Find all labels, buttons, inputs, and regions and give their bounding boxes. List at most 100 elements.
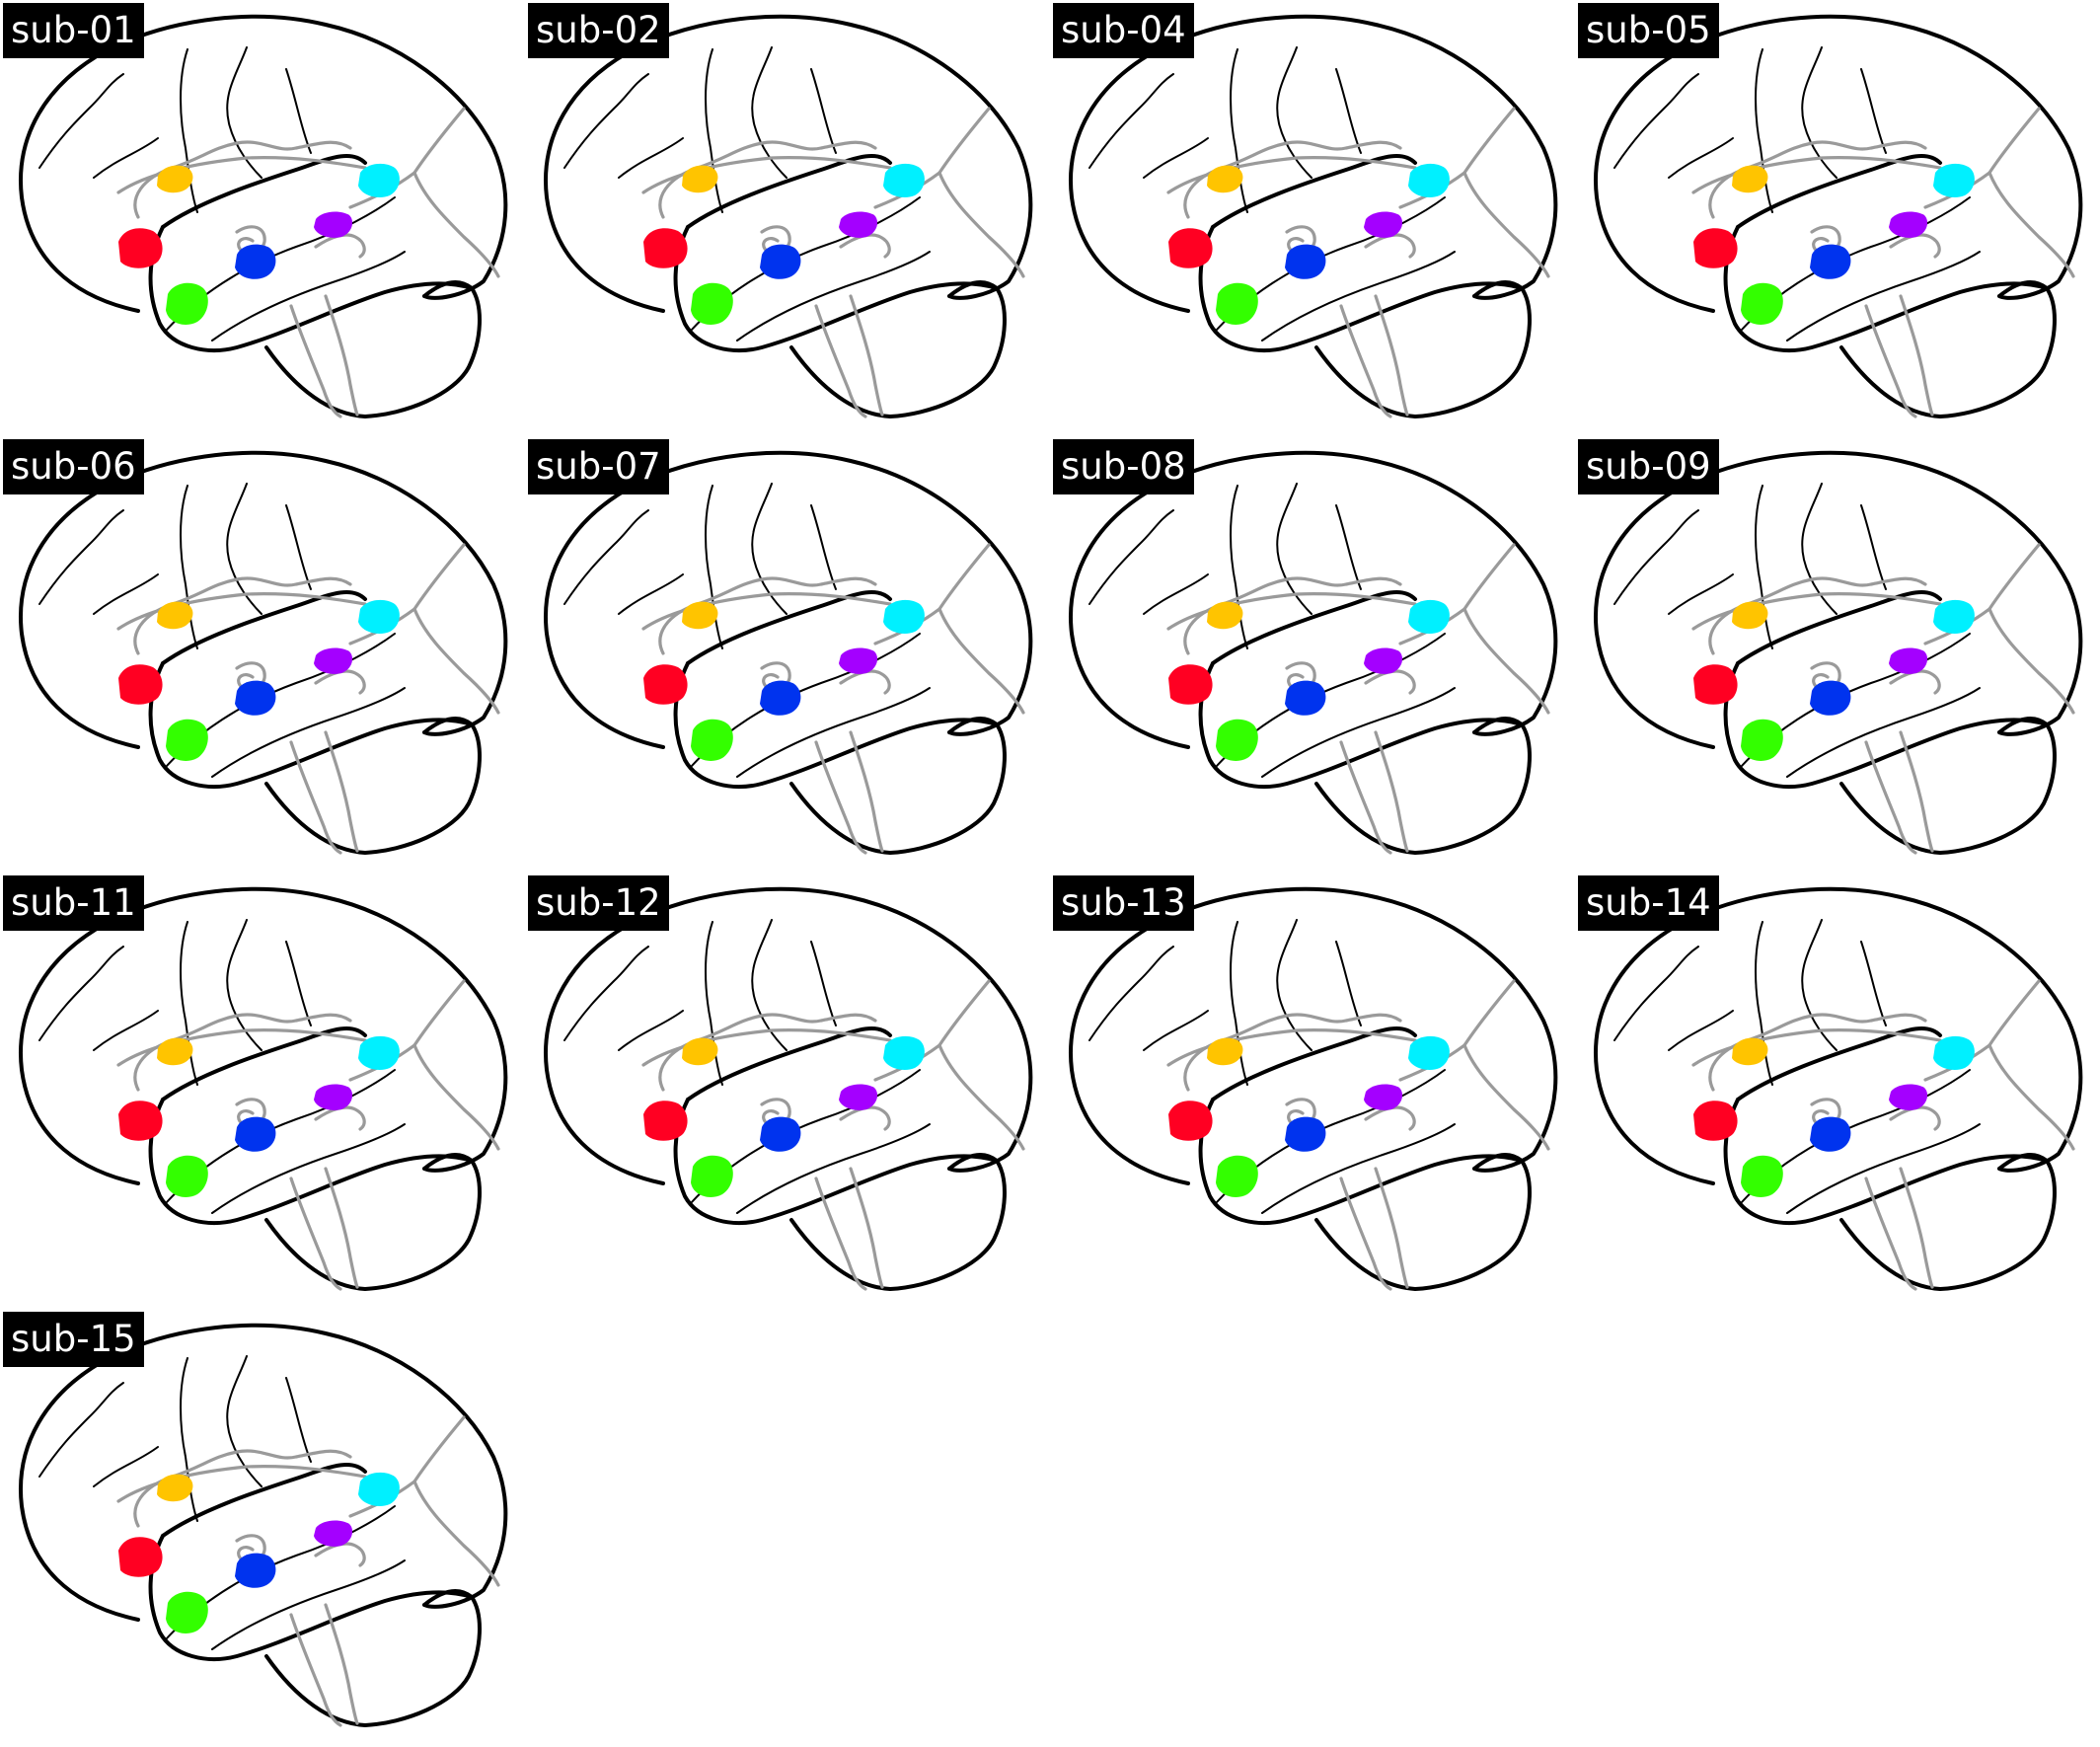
inferior-frontal-sulcus xyxy=(1143,1010,1209,1051)
blue-region xyxy=(1285,1116,1326,1152)
inferior-frontal-sulcus xyxy=(1668,573,1734,615)
inferior-temporal-sulcus xyxy=(1261,1123,1456,1214)
purple-region xyxy=(839,211,878,238)
cerebellum-outline xyxy=(264,280,482,418)
cyan-region xyxy=(1408,599,1450,634)
insula-gyrus-outline xyxy=(133,576,352,655)
brain-lateral-view xyxy=(1069,450,1558,855)
brainstem-line-2 xyxy=(289,740,342,855)
red-region xyxy=(1693,228,1738,268)
cerebellum-outline xyxy=(264,717,482,855)
purple-region xyxy=(1364,647,1403,674)
subject-label: sub-09 xyxy=(1578,439,1719,494)
blue-region xyxy=(1810,680,1851,716)
lateral-ventricle-outline xyxy=(839,233,891,259)
inferior-frontal-sulcus xyxy=(618,1010,684,1051)
brain-lateral-view xyxy=(1594,450,2083,855)
lateral-ventricle-outline xyxy=(1364,233,1416,259)
brainstem-line-2 xyxy=(1864,1177,1917,1291)
cyan-region xyxy=(1408,1035,1450,1070)
parieto-occipital-sulcus xyxy=(1462,107,1550,278)
cyan-region xyxy=(1933,163,1975,197)
temporal-lobe-outline xyxy=(148,225,474,352)
postcentral-sulcus xyxy=(810,68,837,154)
cyan-region xyxy=(1933,1035,1975,1070)
subject-panel-sub-08: sub-08 xyxy=(1050,436,1575,873)
cortex-outline xyxy=(19,1323,508,1622)
precentral-sulcus xyxy=(705,921,723,1086)
inferior-temporal-sulcus xyxy=(1786,251,1981,342)
cortex-outline xyxy=(544,14,1033,313)
inferior-temporal-sulcus xyxy=(211,687,406,778)
brainstem-line-2 xyxy=(1339,1177,1392,1291)
cortex-outline xyxy=(1069,886,1558,1185)
postcentral-sulcus xyxy=(285,504,312,590)
yellow-region xyxy=(1732,601,1768,630)
cortex-outline xyxy=(544,450,1033,749)
cingulate-sulcus xyxy=(1691,156,1942,194)
central-sulcus xyxy=(1276,483,1312,615)
purple-region xyxy=(1889,1084,1928,1110)
green-region xyxy=(1216,719,1258,761)
subject-label: sub-01 xyxy=(3,3,144,58)
subject-panel-sub-01: sub-01 xyxy=(0,0,525,436)
insula-gyrus-outline xyxy=(1708,140,1927,219)
postcentral-sulcus xyxy=(1335,504,1362,590)
green-region xyxy=(1741,282,1783,325)
precentral-sulcus xyxy=(1230,921,1248,1086)
central-sulcus xyxy=(226,919,262,1051)
cerebellum-outline xyxy=(1314,280,1532,418)
green-region xyxy=(691,282,733,325)
yellow-region xyxy=(157,1474,193,1502)
blue-region xyxy=(235,680,276,716)
brain-lateral-view xyxy=(1594,886,2083,1291)
subject-label: sub-02 xyxy=(528,3,669,58)
parieto-occipital-sulcus xyxy=(938,543,1025,715)
red-region xyxy=(1168,664,1213,705)
subject-label: sub-08 xyxy=(1053,439,1194,494)
yellow-region xyxy=(1207,601,1243,630)
postcentral-sulcus xyxy=(1335,941,1362,1026)
green-region xyxy=(691,719,733,761)
purple-region xyxy=(314,1520,353,1547)
inferior-temporal-sulcus xyxy=(736,1123,931,1214)
central-sulcus xyxy=(1801,46,1838,179)
brain-lateral-view xyxy=(19,450,508,855)
precentral-sulcus xyxy=(180,921,198,1086)
subject-panel-sub-04: sub-04 xyxy=(1050,0,1575,436)
sylvian-fissure xyxy=(686,589,892,665)
temporal-lobe-outline xyxy=(673,661,999,789)
central-sulcus xyxy=(1276,919,1312,1051)
brainstem-line-1 xyxy=(1899,730,1934,853)
inferior-temporal-sulcus xyxy=(1786,1123,1981,1214)
cingulate-sulcus xyxy=(116,156,367,194)
brain-lateral-view xyxy=(1069,886,1558,1291)
blue-region xyxy=(1810,244,1851,279)
sylvian-fissure xyxy=(161,1025,367,1101)
subject-panel-sub-06: sub-06 xyxy=(0,436,525,873)
cerebellum-outline xyxy=(789,717,1007,855)
lateral-ventricle-outline xyxy=(314,1105,366,1131)
temporal-lobe-outline xyxy=(1198,225,1524,352)
brainstem-line-2 xyxy=(814,304,867,418)
sylvian-fissure xyxy=(161,153,367,229)
cortex-outline xyxy=(1594,886,2083,1185)
central-sulcus xyxy=(751,919,788,1051)
insula-gyrus-outline xyxy=(133,140,352,219)
red-region xyxy=(118,1101,163,1141)
inferior-temporal-sulcus xyxy=(211,1559,406,1650)
brainstem-line-1 xyxy=(1899,294,1934,417)
postcentral-sulcus xyxy=(1860,504,1887,590)
green-region xyxy=(166,1155,208,1197)
inferior-temporal-sulcus xyxy=(1786,687,1981,778)
brain-lateral-view xyxy=(544,14,1033,418)
temporal-lobe-outline xyxy=(148,661,474,789)
cerebellum-outline xyxy=(1314,1153,1532,1291)
subject-panel-sub-12: sub-12 xyxy=(525,873,1050,1309)
subject-panel-sub-07: sub-07 xyxy=(525,436,1050,873)
purple-region xyxy=(314,211,353,238)
red-region xyxy=(1168,1101,1213,1141)
temporal-lobe-outline xyxy=(1723,661,2049,789)
green-region xyxy=(166,282,208,325)
central-sulcus xyxy=(751,46,788,179)
